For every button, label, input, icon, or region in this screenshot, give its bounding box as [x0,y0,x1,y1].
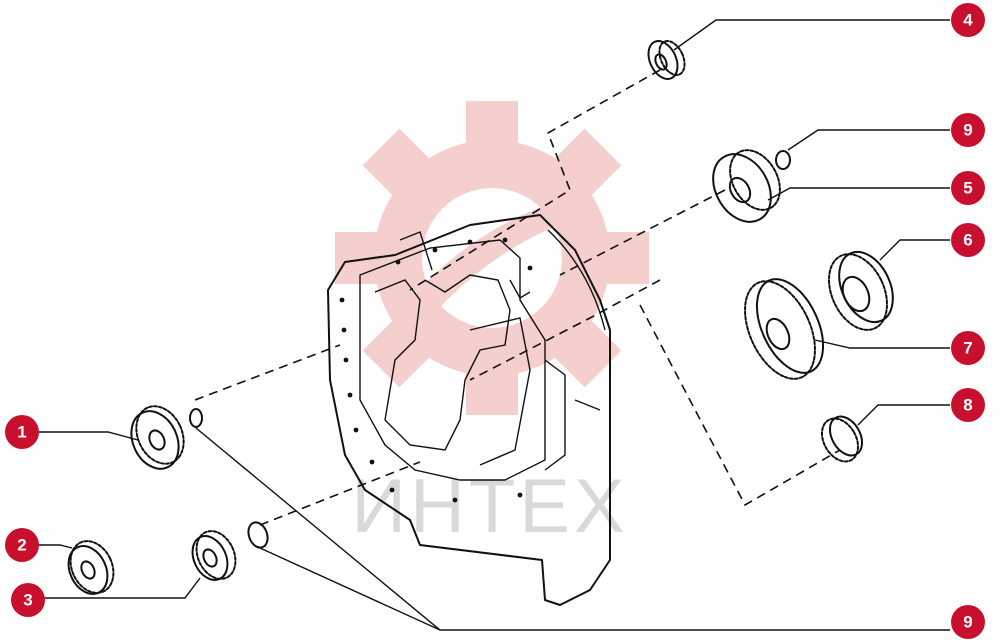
callout-badge-3: 3 [11,583,45,617]
gear-part-7 [744,278,825,380]
watermark-gear-tooth [549,128,622,201]
gear-part-2 [67,540,115,595]
callout-badge-8: 8 [951,388,985,422]
watermark-gear-tooth [362,128,435,201]
callout-label-3: 3 [23,591,32,610]
callout-label-4: 4 [963,11,973,30]
gear-part-3 [191,530,237,581]
gear-part-8 [820,415,864,463]
watermark-gear-tooth [335,232,385,284]
gear-part-6 [827,250,894,331]
snap-ring-part-9-upper [775,150,791,170]
gear-part-1 [130,405,203,470]
callout-badge-1: 1 [5,415,39,449]
watermark-text: ИНТЕХ [351,464,628,549]
callout-badge-6: 6 [951,223,985,257]
snap-ring-part-9-lower [247,521,269,549]
watermark-gear-tooth [549,315,622,388]
callout-badge-9-upper: 9 [951,113,985,147]
callout-label-9-upper: 9 [963,121,972,140]
callout-label-6: 6 [963,231,972,250]
watermark-gear-tooth [362,315,435,388]
callout-label-8: 8 [963,396,972,415]
watermark-gear-logo-icon [335,101,649,415]
leader-lines [38,19,950,631]
callout-badge-2: 2 [5,528,39,562]
callout-label-7: 7 [963,339,972,358]
callout-badge-7: 7 [951,331,985,365]
callout-label-2: 2 [17,536,26,555]
gear-part-5 [712,149,781,223]
gear-part-4 [647,40,686,80]
assembly-axis-lines [194,69,841,526]
callout-label-5: 5 [963,179,972,198]
gearbox-housing [327,214,611,606]
callout-badge-9-lower: 9 [951,605,985,639]
callout-badge-4: 4 [951,3,985,37]
callout-label-1: 1 [17,423,26,442]
watermark-gear-tooth [599,232,649,284]
callout-label-9-lower: 9 [963,613,972,632]
callout-badge-5: 5 [951,171,985,205]
